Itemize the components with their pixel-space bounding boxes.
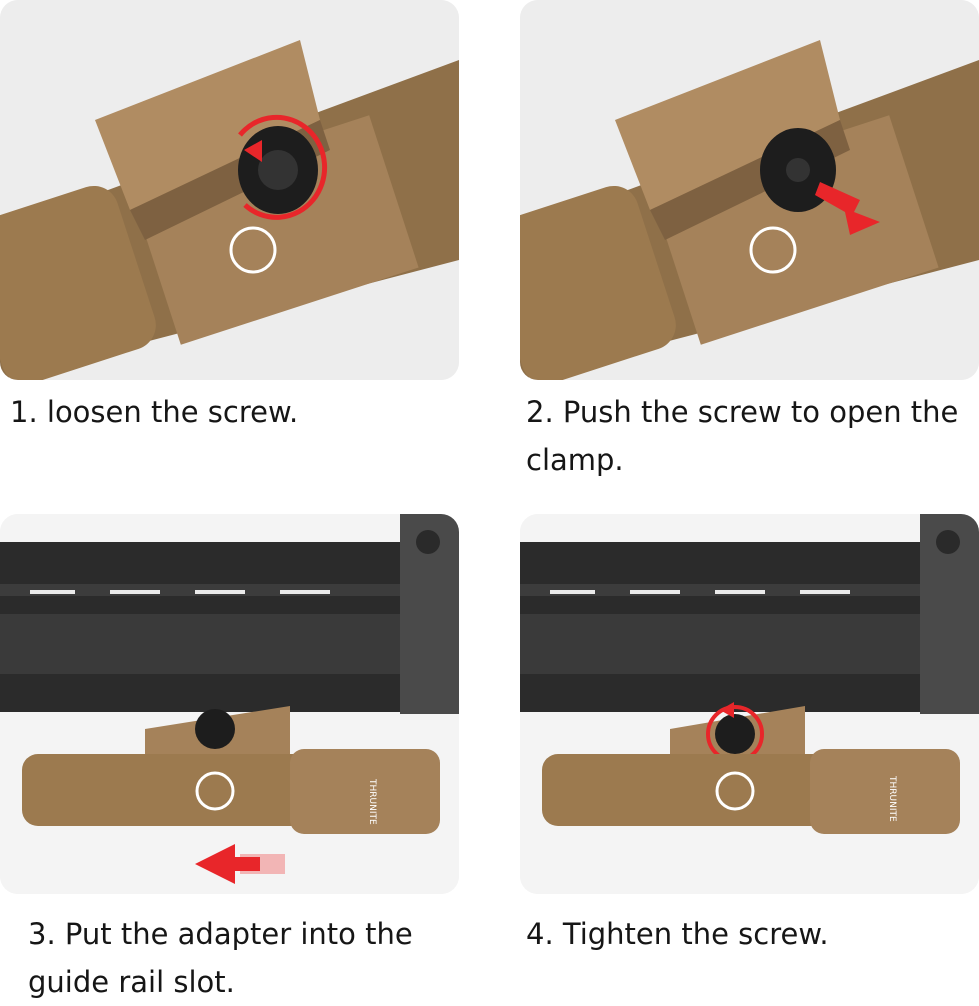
step-3-caption: 3. Put the adapter into the guide rail s… xyxy=(28,917,413,999)
flashlight-closeup-push xyxy=(520,0,979,380)
rail-mount-insert: THRUNITE xyxy=(0,514,459,894)
brand-text: THRUNITE xyxy=(367,778,377,825)
flashlight-closeup-loosen xyxy=(0,0,459,380)
step-2-image xyxy=(520,0,979,380)
step-1-caption: 1. loosen the screw. xyxy=(10,395,299,429)
step-2-caption: 2. Push the screw to open the clamp. xyxy=(526,395,959,477)
brand-text: THRUNITE xyxy=(887,775,897,822)
step-1-image xyxy=(0,0,459,380)
step-4-caption: 4. Tighten the screw. xyxy=(526,917,829,951)
rail-mount-tighten: THRUNITE xyxy=(520,514,979,894)
step-4-image: THRUNITE xyxy=(520,514,979,894)
step-3-image: THRUNITE xyxy=(0,514,459,894)
